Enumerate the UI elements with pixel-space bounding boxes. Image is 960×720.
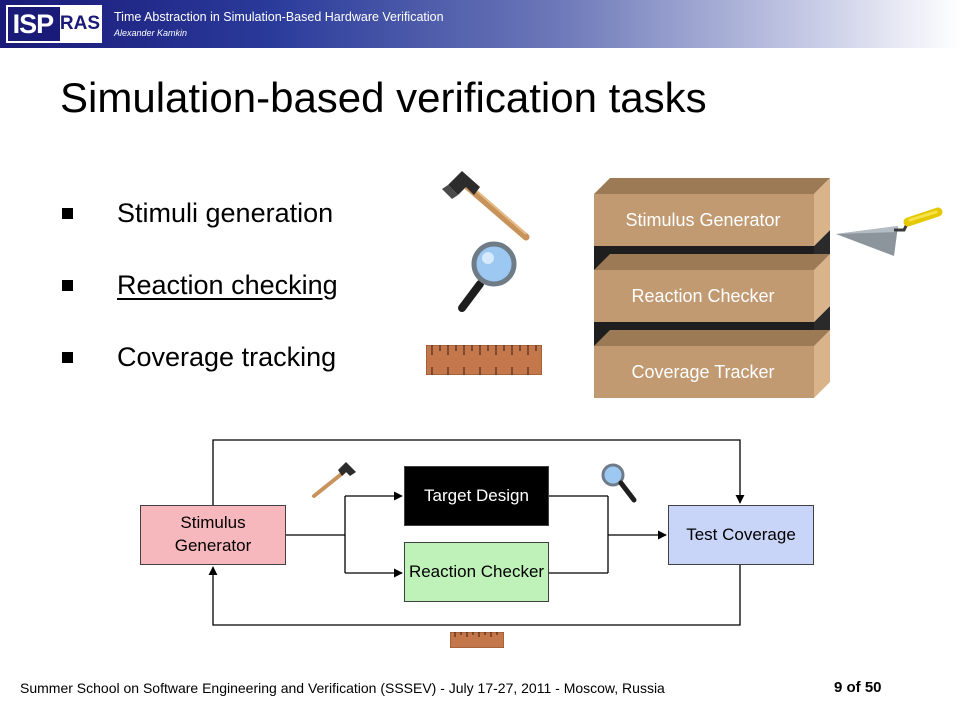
bullet-item: Coverage tracking (62, 337, 336, 377)
logo-isp: ISP (8, 7, 58, 41)
header-band (0, 0, 960, 48)
diagram-reaction-checker: Reaction Checker (404, 542, 549, 602)
diagram-stimulus-generator: Stimulus Generator (140, 505, 286, 565)
ruler-icon (450, 632, 504, 648)
footer-event: Summer School on Software Engineering an… (20, 680, 665, 696)
magnifier-icon (458, 241, 517, 312)
bullet-text: Coverage tracking (117, 341, 337, 372)
trowel-icon (836, 207, 943, 256)
bullet-text: Reaction checking (117, 269, 338, 300)
stack-layer-reaction-checker: Reaction Checker (631, 285, 775, 306)
logo-ras: RAS (57, 7, 100, 41)
bullet-item: Stimuli generation (62, 193, 333, 233)
layer-stack (594, 178, 830, 398)
diagram-target-design: Target Design (404, 466, 549, 526)
ruler-icon (426, 345, 542, 375)
bullet-marker (62, 351, 73, 363)
page-number: 9 of 50 (834, 679, 882, 696)
bullet-item: Reaction checking (62, 265, 338, 305)
bullet-marker (62, 279, 73, 291)
bullet-text: Stimuli generation (117, 197, 334, 228)
slide-title: Simulation-based verification tasks (60, 74, 707, 121)
presentation-title: Time Abstraction in Simulation-Based Har… (114, 10, 444, 24)
stack-layer-coverage-tracker: Coverage Tracker (631, 361, 775, 382)
magnifier-icon (601, 463, 637, 503)
bullet-marker (62, 207, 73, 219)
presentation-author: Alexander Kamkin (114, 28, 188, 38)
hammer-icon (442, 171, 530, 241)
diagram-test-coverage: Test Coverage (668, 505, 814, 565)
stack-layer-stimulus-generator: Stimulus Generator (625, 209, 781, 230)
hammer-icon (312, 462, 356, 498)
ispras-logo: ISP RAS (6, 5, 102, 43)
